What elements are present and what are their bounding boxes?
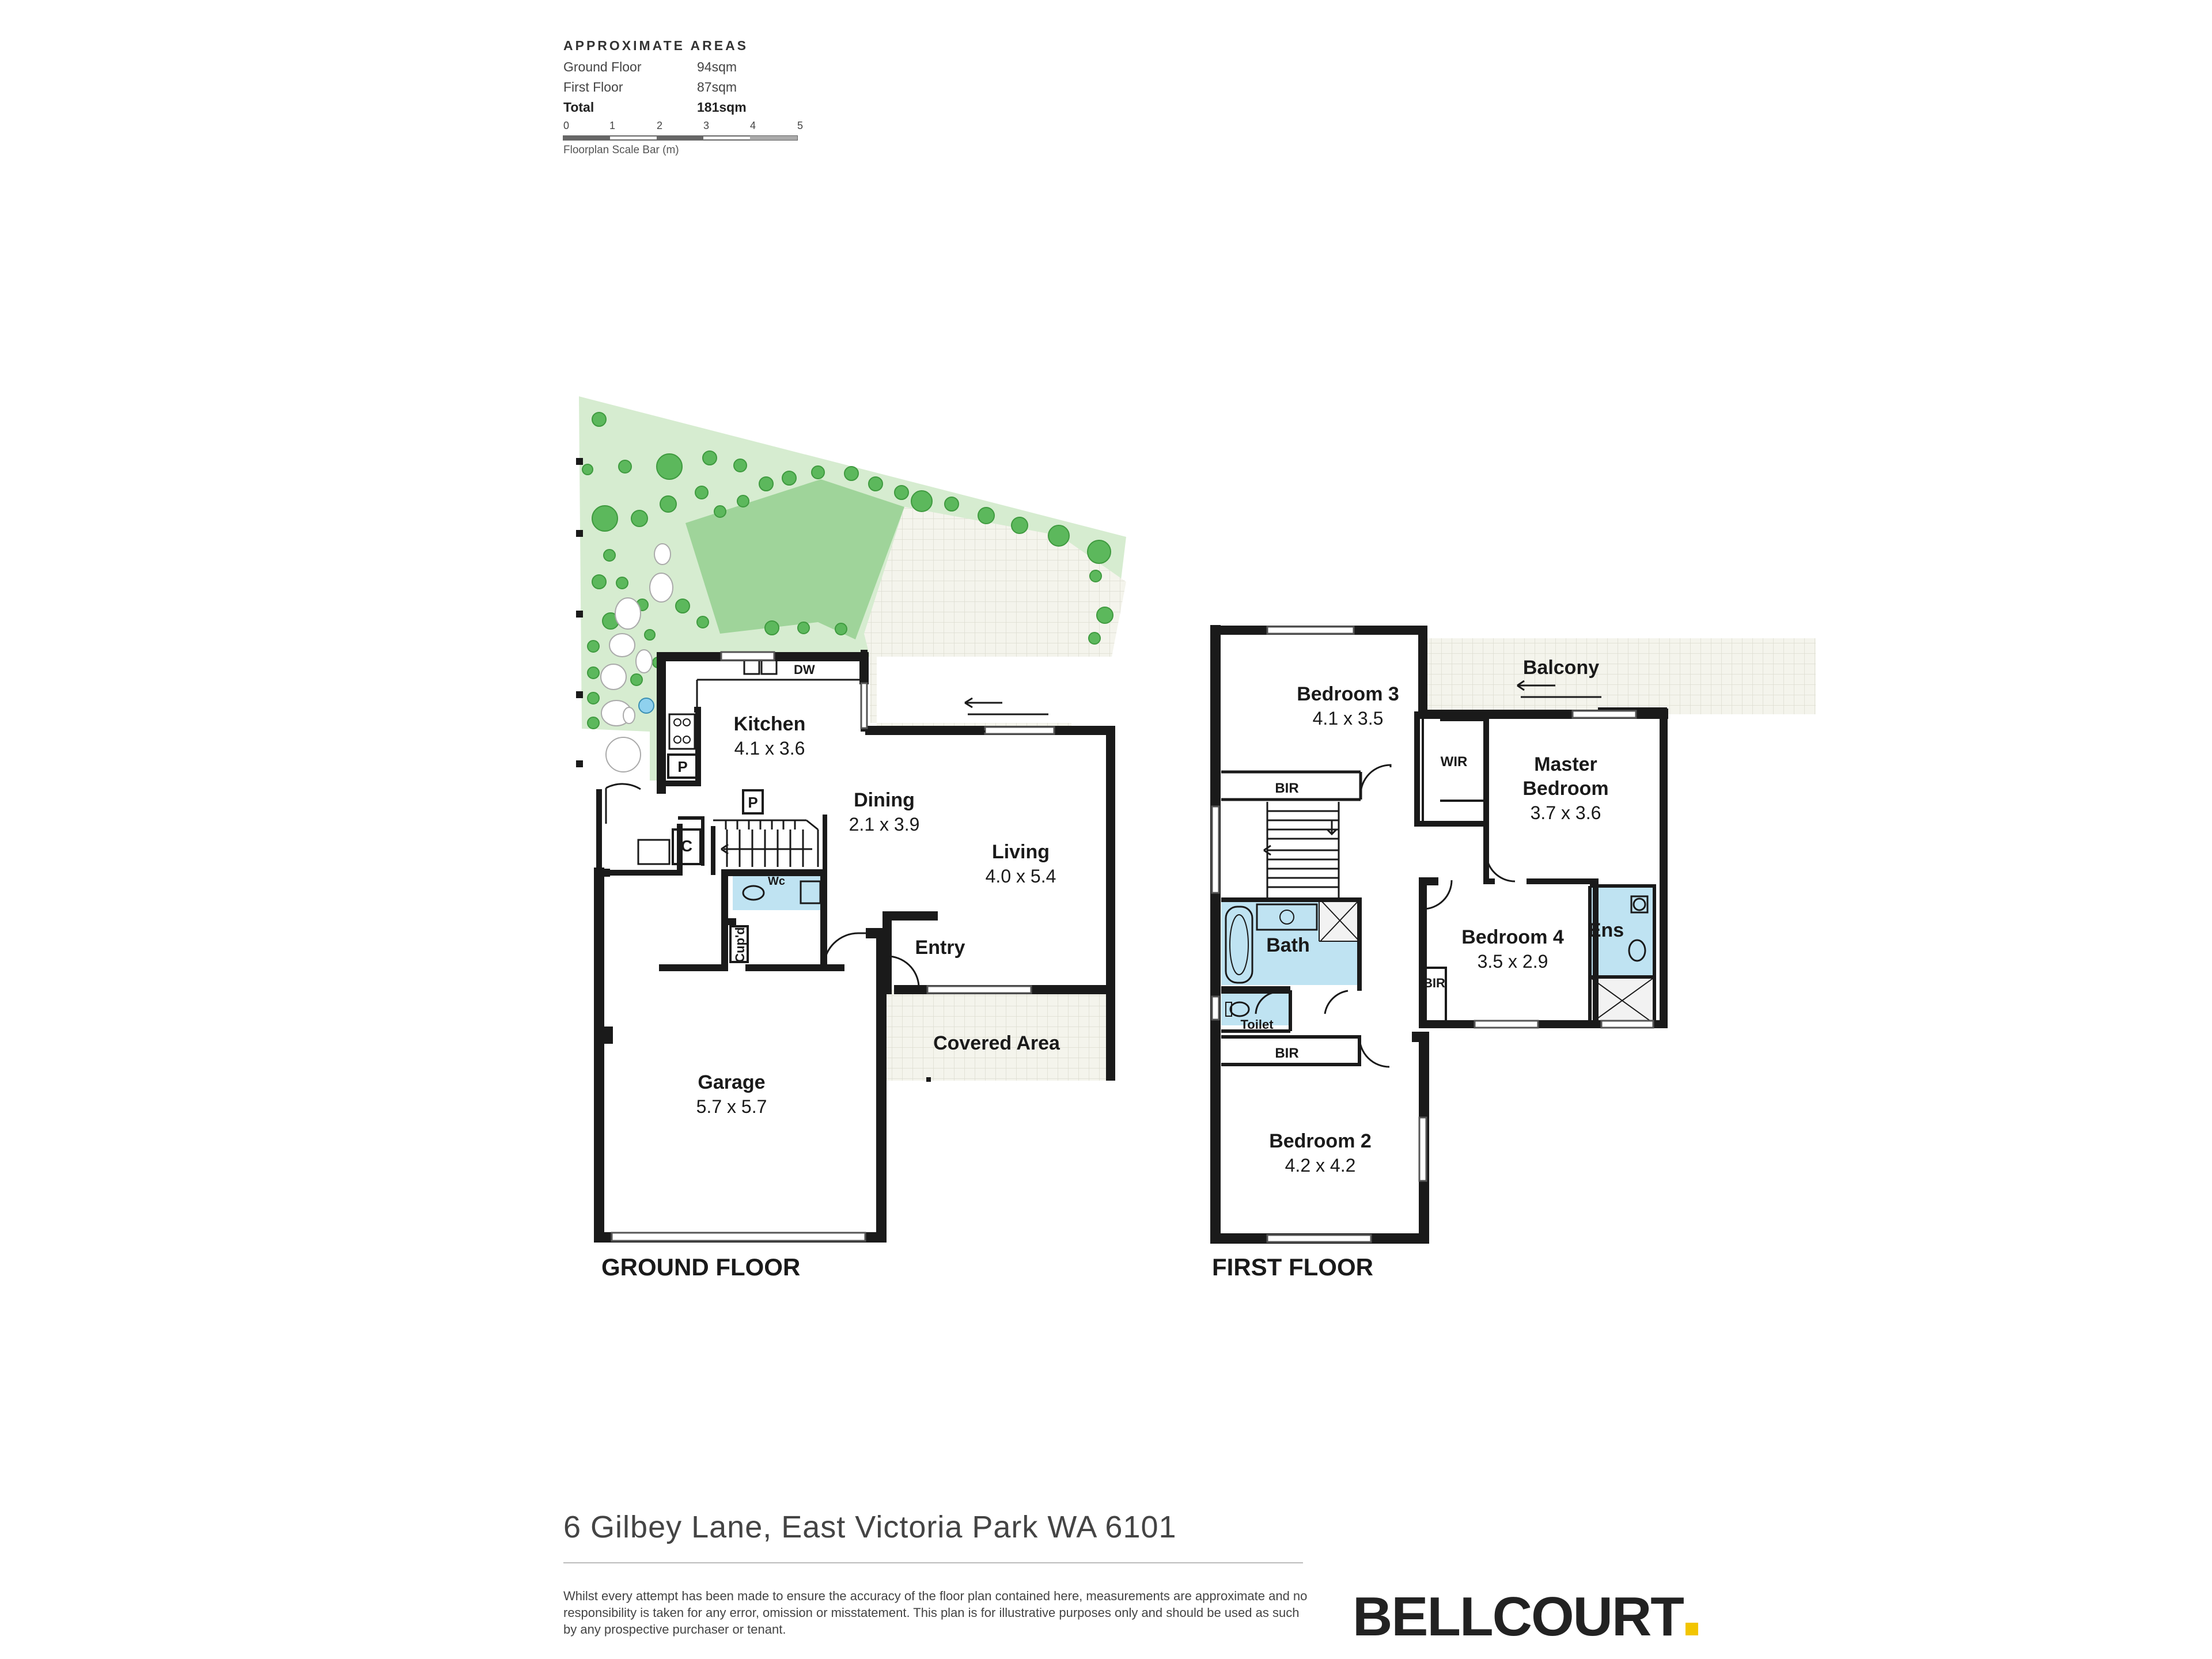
brand-logo-text: BELLCOURT [1353,1586,1684,1647]
property-address: 6 Gilbey Lane, East Victoria Park WA 610… [563,1510,1177,1544]
areas-row-ground: Ground Floor 94sqm [563,57,805,77]
room-size-bedroom-2: 4.2 x 4.2 [1285,1155,1356,1176]
areas-value: 94sqm [697,59,737,74]
label-bir-bedroom-4: BIR [1423,976,1445,990]
first-stairs [1263,802,1340,899]
label-cupboard: C [681,837,692,855]
address-divider [563,1562,1303,1563]
areas-label: First Floor [563,79,623,94]
sliding-door-arrow [964,697,1048,715]
tree-icons [582,412,1113,729]
room-size-dining: 2.1 x 3.9 [849,814,920,835]
label-toilet: Toilet [1240,1017,1274,1032]
garden-post [576,760,583,767]
ground-stairs [713,819,819,867]
ground-walls [594,652,1115,1243]
first-door-swings [1255,764,1516,1068]
ground-openings [611,651,1055,1242]
first-interior [1221,714,1656,1066]
ground-floor-plan: DW P P C Wc Cup'd Kitchen 4.1 x 3.6 Dini… [576,396,1126,1281]
areas-value: 87sqm [697,79,737,94]
lawn [685,479,904,639]
label-pantry: P [677,758,687,775]
covered-post [926,1077,931,1082]
room-name-bath: Bath [1266,934,1310,956]
balcony-slider-arrow [1517,680,1601,698]
areas-heading: APPROXIMATE AREAS [563,38,749,53]
room-size-kitchen: 4.1 x 3.6 [734,738,805,759]
approximate-areas: APPROXIMATE AREAS Ground Floor 94sqm Firs… [563,38,805,118]
areas-row-first: First Floor 87sqm [563,77,805,97]
stepping-stones [600,543,673,772]
room-name-bedroom-4: Bedroom 4 [1461,926,1564,948]
garden-post [576,458,583,465]
room-name-dining: Dining [854,789,915,811]
areas-label: Ground Floor [563,59,642,74]
covered-area-paving [881,990,1107,1081]
areas-label: Total [563,100,594,115]
scale-tick: 3 [703,120,710,131]
areas-value: 181sqm [697,100,747,115]
scale-tick: 2 [657,120,663,131]
brand-dot-icon [1685,1623,1698,1635]
scale-bar-caption: Floorplan Scale Bar (m) [563,144,679,156]
garden-post [576,611,583,618]
scale-tick: 0 [563,120,570,131]
room-name-garage: Garage [698,1071,765,1093]
ground-floor-label: GROUND FLOOR [601,1253,800,1281]
first-floor-plan: Bedroom 3 4.1 x 3.5 Balcony Master Bedro… [1210,625,1816,1281]
label-cupd: Cup'd [733,927,747,962]
label-bir-bedroom-3: BIR [1275,781,1298,796]
door-swings [605,726,986,987]
scale-tick: 1 [609,120,616,131]
room-name-balcony: Balcony [1523,657,1599,679]
garden-post [576,530,583,537]
room-size-living: 4.0 x 5.4 [986,866,1056,887]
room-name-master-bedroom-line1: Master [1534,753,1597,775]
scale-bar-numbers: 0 1 2 3 4 5 [563,120,805,135]
room-name-kitchen: Kitchen [734,713,806,735]
room-name-entry: Entry [915,937,965,959]
room-size-garage: 5.7 x 5.7 [696,1096,767,1117]
scale-tick: 5 [797,120,804,131]
room-size-master-bedroom: 3.7 x 3.6 [1531,802,1601,823]
disclaimer-text: Whilst every attempt has been made to en… [563,1589,1308,1637]
room-name-bedroom-2: Bedroom 2 [1269,1130,1372,1152]
paved-courtyard [864,507,1126,732]
room-size-bedroom-3: 4.1 x 3.5 [1313,708,1384,729]
garage-post [603,1027,613,1044]
garden-tap-icon [638,698,654,714]
first-openings [1211,626,1654,1243]
first-floor-label: FIRST FLOOR [1212,1253,1373,1281]
label-wc: Wc [768,875,785,888]
balcony-paving [1423,638,1816,714]
scale-tick: 4 [750,120,756,131]
areas-row-total: Total 181sqm [563,97,805,118]
label-wir: WIR [1441,754,1468,770]
room-name-ensuite: Ens [1588,919,1624,941]
label-pantry-2: P [748,794,757,811]
room-name-living: Living [992,841,1050,863]
room-name-master-bedroom-line2: Bedroom [1522,778,1608,800]
label-bir-bedroom-2: BIR [1275,1046,1298,1061]
room-size-bedroom-4: 3.5 x 2.9 [1478,951,1548,972]
brand-logo: BELLCOURT [1353,1585,1698,1649]
room-name-bedroom-3: Bedroom 3 [1297,683,1399,705]
room-name-covered-area: Covered Area [933,1032,1060,1054]
label-dw: DW [794,662,815,677]
scale-bar [563,135,798,141]
garden-post [576,691,583,698]
